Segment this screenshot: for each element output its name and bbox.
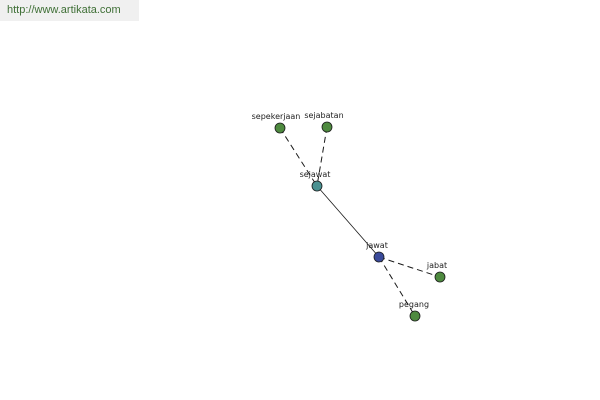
edge-jawat-jabat	[378, 256, 441, 278]
node-pegang[interactable]	[409, 310, 421, 322]
nodes-layer	[274, 121, 446, 322]
source-url-banner: http://www.artikata.com	[0, 0, 139, 21]
node-label-sepekerjaan: sepekerjaan	[252, 112, 301, 121]
edges-layer	[279, 126, 441, 317]
node-jawat[interactable]	[373, 251, 385, 263]
edge-jawat-pegang	[378, 256, 416, 317]
node-label-jabat: jabat	[426, 261, 447, 270]
edge-sejawat-jawat	[316, 185, 380, 258]
node-sejabatan[interactable]	[321, 121, 333, 133]
node-sepekerjaan[interactable]	[274, 122, 286, 134]
node-label-pegang: pegang	[399, 300, 429, 309]
node-sejawat[interactable]	[311, 180, 323, 192]
node-label-sejabatan: sejabatan	[304, 111, 343, 120]
edge-sepekerjaan-sejawat	[279, 127, 318, 187]
node-jabat[interactable]	[434, 271, 446, 283]
node-label-jawat: jawat	[365, 241, 388, 250]
node-label-sejawat: sejawat	[300, 170, 331, 179]
